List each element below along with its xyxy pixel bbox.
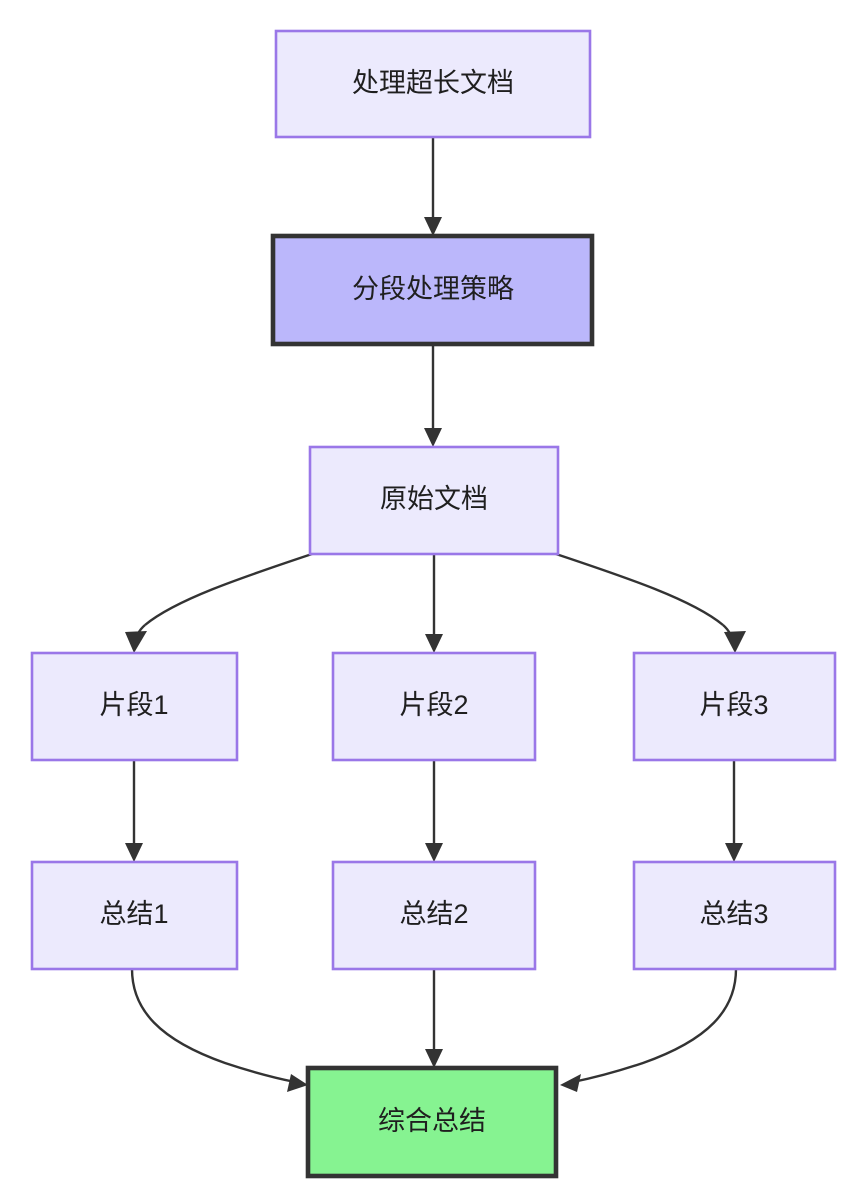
node-label-final: 综合总结: [378, 1106, 486, 1136]
node-rect-original[interactable]: [308, 445, 560, 556]
node-label-summary1: 总结1: [99, 899, 168, 929]
edge-chunk1-to-summary1: [125, 760, 143, 862]
node-chunking-strategy[interactable]: 分段处理策略: [270, 233, 595, 347]
node-summary-2[interactable]: 总结2: [331, 860, 537, 971]
node-processing-long-document[interactable]: 处理超长文档: [274, 29, 592, 139]
node-original-document[interactable]: 原始文档: [308, 445, 560, 556]
node-layer: 处理超长文档 分段处理策略 原始文档 片段1 片段2 片段3 总结1: [30, 29, 837, 1179]
node-rect-strategy[interactable]: [270, 233, 595, 347]
edge-chunk2-to-summary2: [425, 760, 443, 862]
node-comprehensive-summary[interactable]: 综合总结: [305, 1065, 559, 1179]
edge-original-to-chunk3: [555, 552, 746, 653]
edge-summary3-to-final: [560, 968, 738, 1092]
edge-original-to-chunk1: [125, 552, 313, 653]
node-summary-1[interactable]: 总结1: [30, 860, 239, 971]
node-label-summary2: 总结2: [399, 899, 468, 929]
node-rect-chunk2[interactable]: [331, 651, 537, 762]
node-rect-chunk3[interactable]: [632, 651, 837, 762]
edge-summary2-to-final: [425, 969, 443, 1068]
node-rect-summary3[interactable]: [632, 860, 837, 971]
node-label-chunk3: 片段3: [699, 690, 768, 720]
node-chunk-1[interactable]: 片段1: [30, 651, 239, 762]
node-chunk-3[interactable]: 片段3: [632, 651, 837, 762]
node-summary-3[interactable]: 总结3: [632, 860, 837, 971]
node-label-original: 原始文档: [380, 484, 488, 514]
node-rect-doc[interactable]: [274, 29, 592, 139]
edge-summary1-to-final: [130, 968, 308, 1092]
edge-original-to-chunk2: [425, 554, 443, 653]
node-rect-summary2[interactable]: [331, 860, 537, 971]
node-rect-chunk1[interactable]: [30, 651, 239, 762]
node-label-strategy: 分段处理策略: [352, 274, 514, 304]
node-chunk-2[interactable]: 片段2: [331, 651, 537, 762]
node-label-chunk1: 片段1: [99, 690, 168, 720]
node-rect-summary1[interactable]: [30, 860, 239, 971]
edge-chunk3-to-summary3: [725, 760, 743, 862]
edge-strategy-to-original: [424, 344, 442, 447]
edge-doc-to-strategy: [424, 137, 442, 236]
node-label-chunk2: 片段2: [399, 690, 468, 720]
node-rect-final[interactable]: [305, 1065, 559, 1179]
node-label-doc: 处理超长文档: [352, 68, 514, 98]
edge-layer: [125, 137, 746, 1092]
node-label-summary3: 总结3: [699, 899, 768, 929]
